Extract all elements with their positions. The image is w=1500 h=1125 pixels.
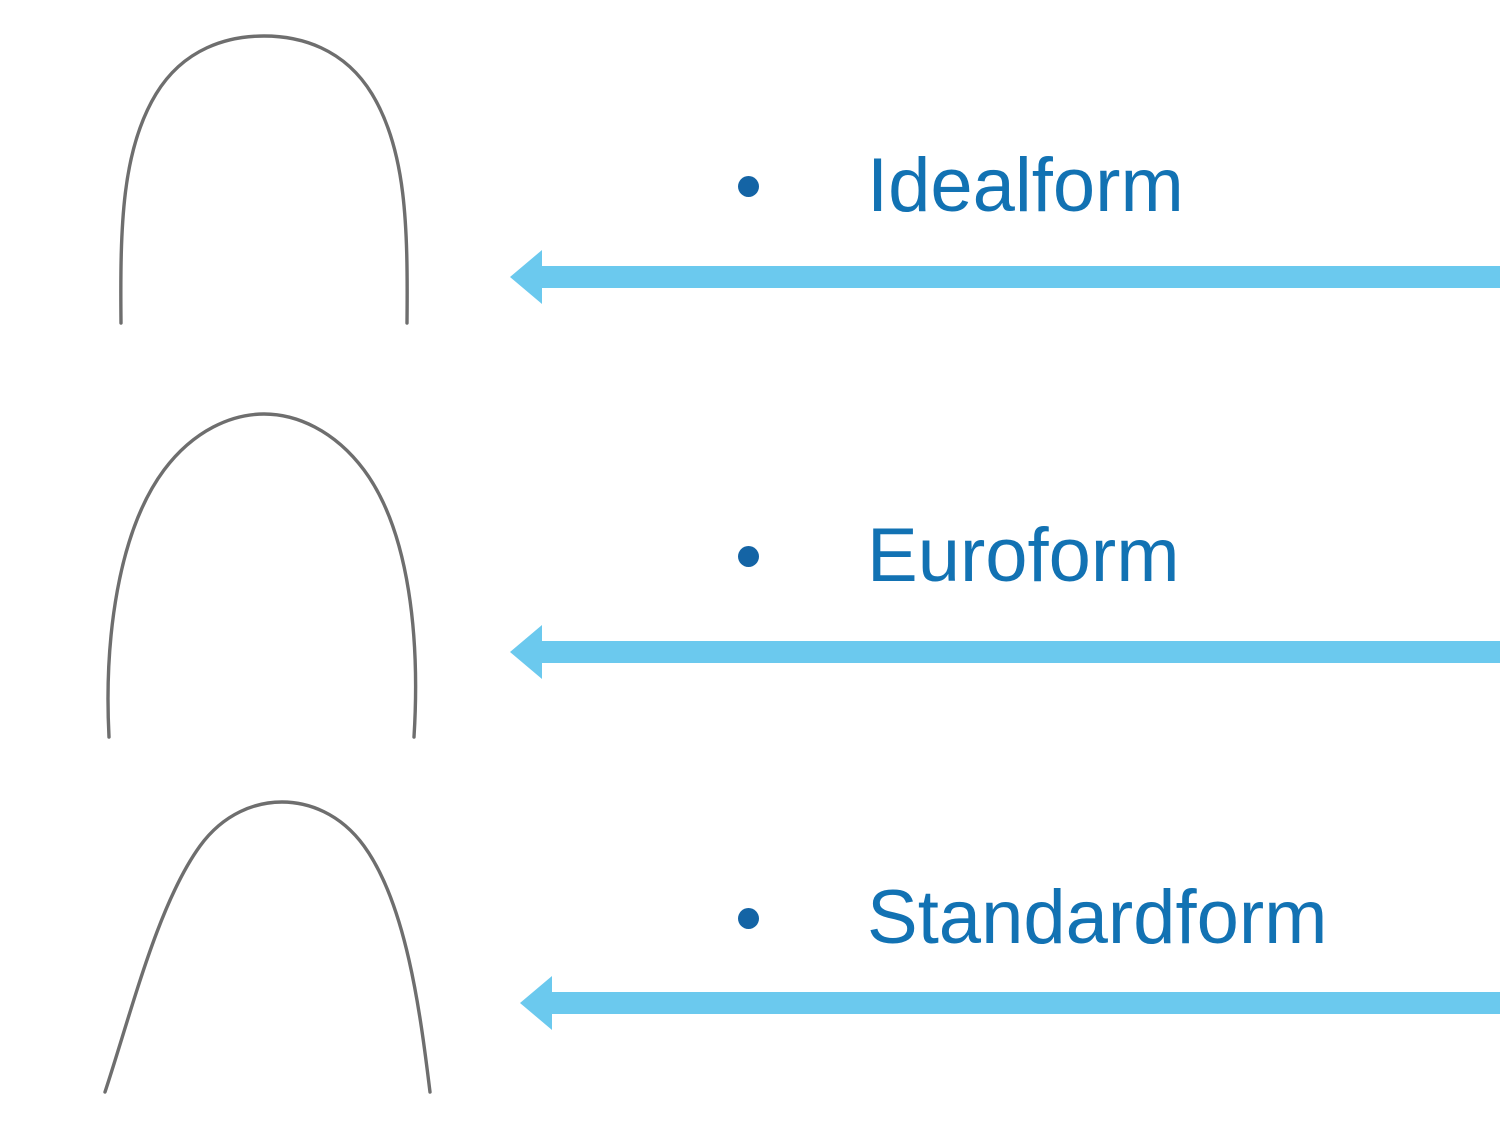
list-item: Euroform	[738, 518, 1180, 594]
list-item: Standardform	[738, 880, 1327, 956]
dental-archwire-idealform-icon	[60, 10, 480, 340]
arrow-left-icon	[508, 617, 1500, 687]
list-item-label: Standardform	[867, 875, 1328, 960]
dental-archwire-standardform-icon	[60, 780, 480, 1110]
list-item-label: Idealform	[867, 143, 1184, 228]
list-item: Idealform	[738, 148, 1184, 224]
dental-archwire-euroform-icon	[60, 400, 480, 750]
arrow-left-icon	[518, 968, 1500, 1038]
bullet-dot-icon	[738, 545, 759, 567]
bullet-dot-icon	[738, 907, 759, 929]
list-item-label: Euroform	[867, 513, 1180, 598]
bullet-dot-icon	[738, 175, 759, 197]
arrow-left-icon	[508, 242, 1500, 312]
